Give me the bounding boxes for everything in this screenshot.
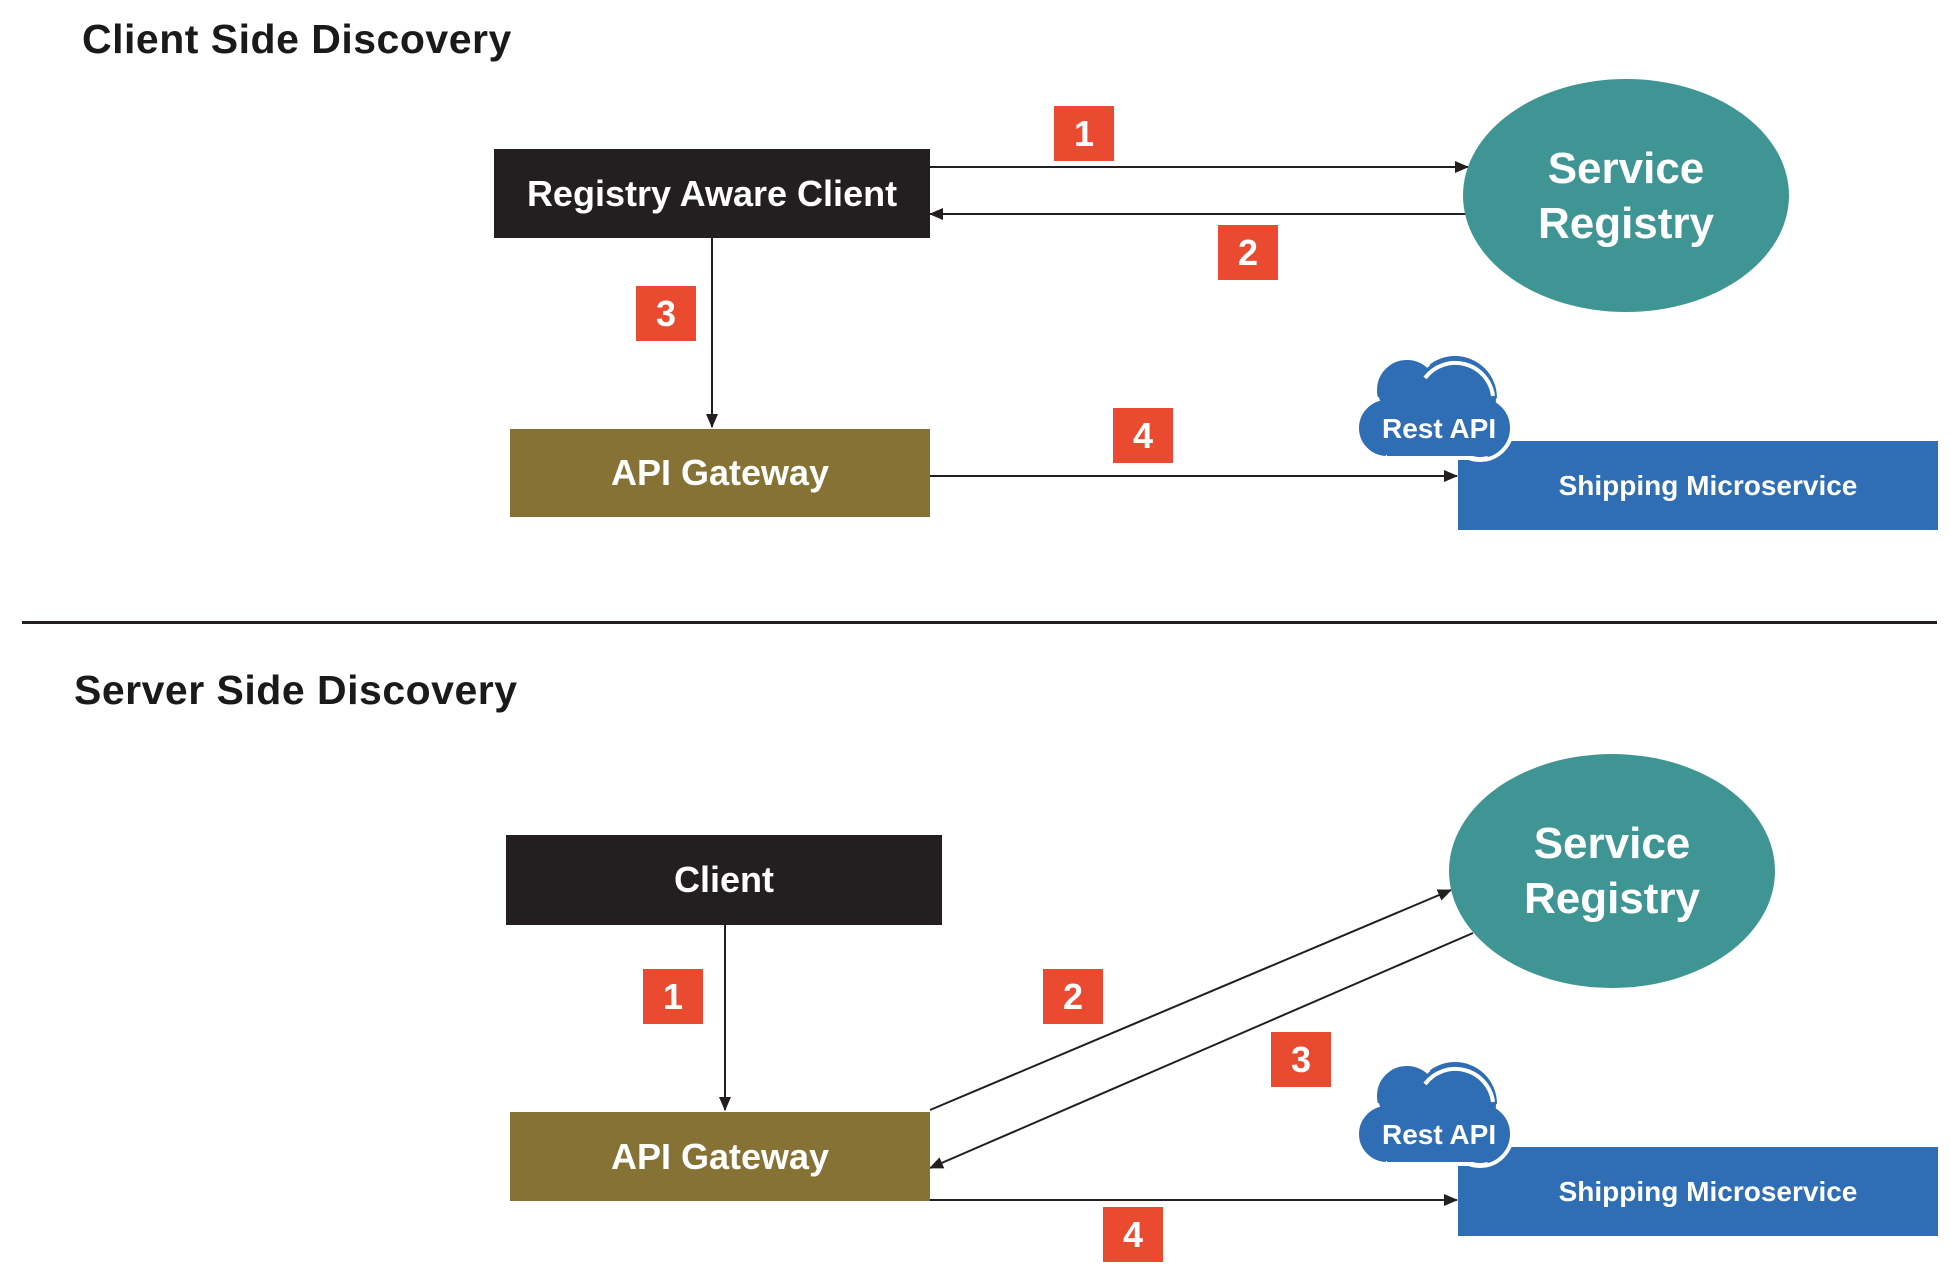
server-side-step-1-badge: 1 [643, 969, 703, 1024]
server-side-api-gateway-box[interactable]: API Gateway [510, 1112, 930, 1201]
server-side-shipping-microservice-box[interactable]: Shipping Microservice [1458, 1147, 1938, 1236]
server-side-step-3-badge: 3 [1271, 1032, 1331, 1087]
server-side-service-registry[interactable]: Service Registry [1449, 754, 1775, 988]
client-side-api-gateway-box[interactable]: API Gateway [510, 429, 930, 517]
server-side-cloud-icon [1355, 1058, 1514, 1168]
client-side-step-1-badge: 1 [1054, 106, 1114, 161]
server-side-title: Server Side Discovery [74, 667, 518, 713]
server-side-step-2-badge: 2 [1043, 969, 1103, 1024]
client-side-step-4-badge: 4 [1113, 408, 1173, 463]
registry-label-line2: Registry [1537, 198, 1715, 248]
server-registry-label-line1: Service [1533, 819, 1691, 868]
client-side-cloud-icon [1355, 352, 1514, 462]
client-side-service-registry[interactable]: Service Registry [1463, 79, 1789, 312]
client-side-shipping-microservice-box[interactable]: Shipping Microservice [1458, 441, 1938, 530]
server-side-rest-api-label: Rest API [1382, 1119, 1497, 1150]
section-divider [22, 621, 1937, 624]
client-side-microservice-label: Shipping Microservice [1558, 469, 1858, 501]
server-side-client-box[interactable]: Client [506, 835, 942, 925]
registry-aware-client-box[interactable]: Registry Aware Client [494, 149, 930, 238]
server-side-microservice-label: Shipping Microservice [1558, 1175, 1858, 1207]
arrow-registry-to-gateway [929, 932, 1474, 1169]
client-side-step-2-badge: 2 [1218, 225, 1278, 280]
server-registry-label-line2: Registry [1523, 874, 1701, 923]
client-side-step-3-badge: 3 [636, 286, 696, 341]
client-side-title: Client Side Discovery [82, 16, 512, 62]
arrow-gateway-to-registry [929, 889, 1452, 1111]
client-side-rest-api-label: Rest API [1382, 413, 1497, 444]
registry-label-line1: Service [1547, 143, 1705, 193]
server-side-step-4-badge: 4 [1103, 1207, 1163, 1262]
